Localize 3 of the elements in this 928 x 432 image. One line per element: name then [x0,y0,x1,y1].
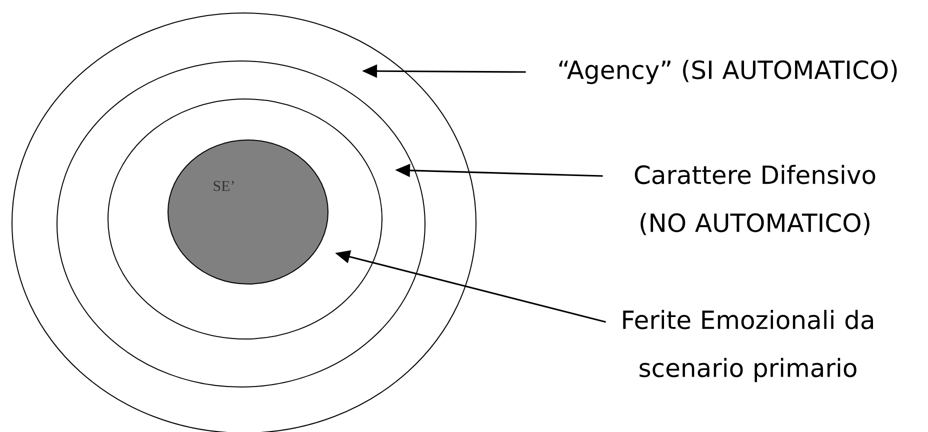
annotation-text: Carattere Difensivo (NO AUTOMATICO) [634,164,876,236]
annotation-text: “Agency” (SI AUTOMATICO) [559,60,897,84]
annotation-text: Ferite Emozionali da scenario primario [623,310,873,382]
